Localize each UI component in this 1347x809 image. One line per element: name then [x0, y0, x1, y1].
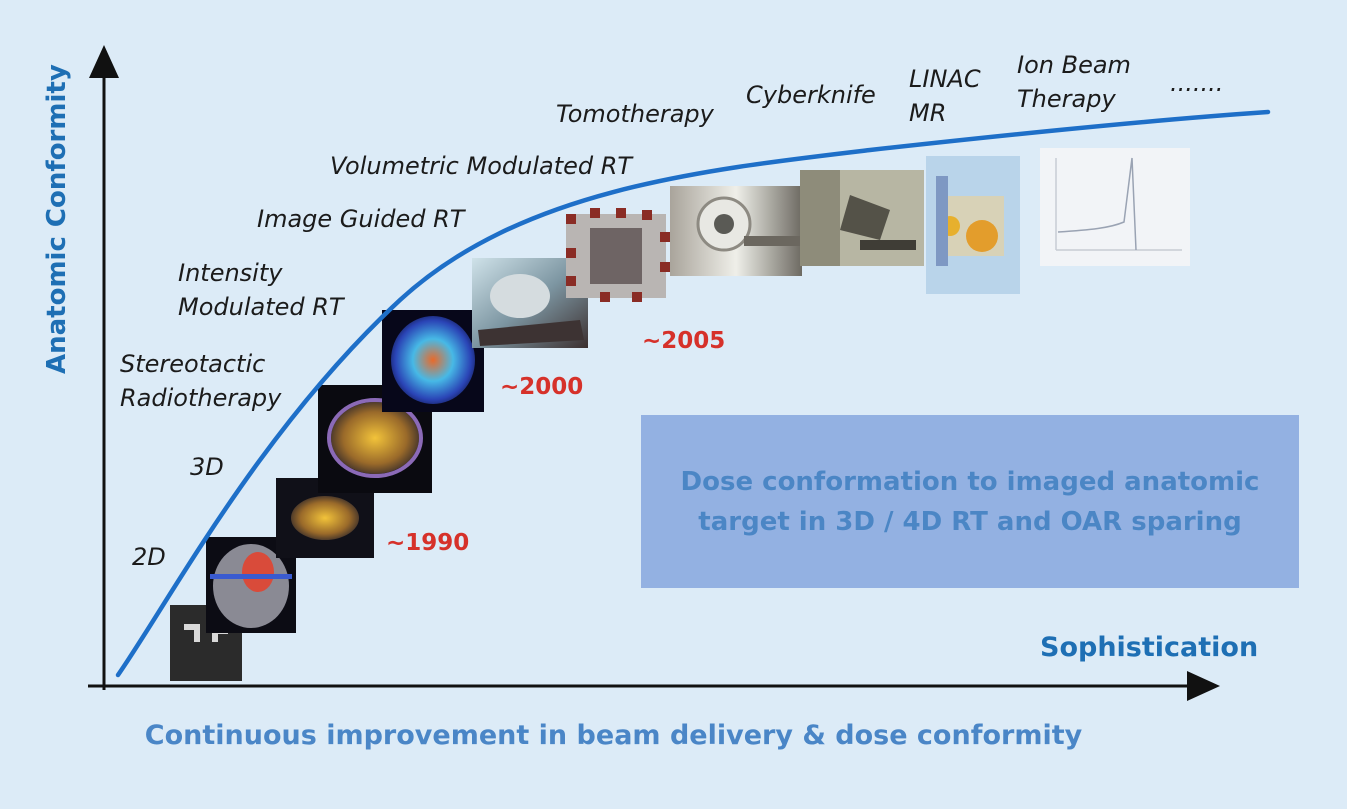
stage-label-linac-line2: MR — [909, 99, 947, 127]
stage-label-3d: 3D — [190, 453, 224, 481]
callout-box: Dose conformation to imaged anatomic tar… — [641, 415, 1299, 588]
stereotactic-frame-image — [318, 385, 432, 493]
year-label-2000: ~2000 — [500, 374, 584, 400]
caption: Continuous improvement in beam delivery … — [144, 720, 1083, 751]
callout-text: Dose conformation to imaged anatomic tar… — [680, 466, 1260, 537]
stage-label-ion-line2: Therapy — [1017, 85, 1116, 113]
year-label-1990: ~1990 — [386, 530, 470, 556]
stage-label-linac-line1: LINAC — [909, 65, 981, 93]
stage-label-cyberknife: Cyberknife — [746, 81, 876, 109]
conformity-curve — [115, 109, 1271, 678]
cyberknife-image — [800, 170, 924, 266]
stage-label-imrt-line1: Intensity — [178, 259, 283, 287]
stage-label-vmat: Volumetric Modulated RT — [330, 152, 633, 180]
stage-label-srt-line1: Stereotactic — [120, 350, 266, 378]
tomotherapy-image — [670, 186, 802, 276]
stage-label-ion-line1: Ion Beam — [1017, 51, 1131, 79]
imrt-dose-image — [382, 310, 484, 412]
stage-label-imrt-line2: Modulated RT — [178, 293, 344, 321]
stereotactic-image — [276, 478, 374, 558]
stage-label-2d: 2D — [132, 543, 166, 571]
linac-mr-image — [926, 156, 1020, 294]
stage-label-igrt: Image Guided RT — [257, 205, 465, 233]
year-label-2005: ~2005 — [642, 328, 726, 354]
ion-beam-plot-image — [1040, 148, 1190, 266]
vmat-gantry-image — [566, 208, 670, 302]
y-axis-label: Anatomic Conformity — [42, 64, 72, 374]
stage-label-more: ....... — [1170, 69, 1224, 97]
stage-label-tomotherapy: Tomotherapy — [556, 100, 714, 128]
x-axis-label: Sophistication — [1040, 632, 1259, 663]
stage-label-srt-line2: Radiotherapy — [120, 384, 282, 412]
